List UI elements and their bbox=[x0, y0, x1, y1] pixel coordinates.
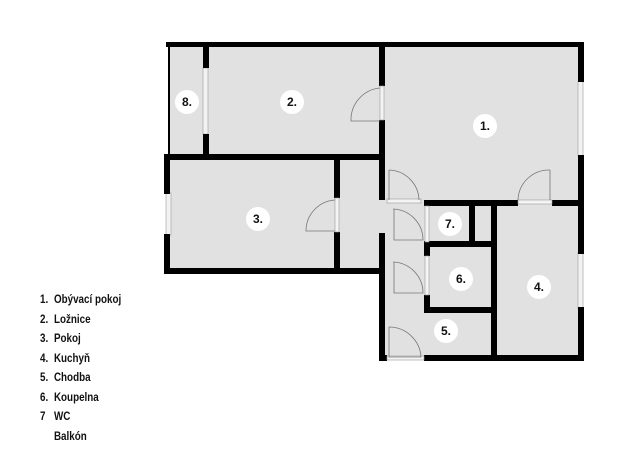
room-label-8: 8. bbox=[175, 90, 199, 114]
walls bbox=[164, 42, 584, 361]
room-fills bbox=[169, 46, 581, 357]
svg-text:8.: 8. bbox=[182, 95, 192, 109]
legend-item: 1. Obývací pokoj bbox=[40, 290, 121, 310]
legend-item: 7 WC bbox=[40, 407, 121, 427]
legend-number: 2. bbox=[40, 311, 49, 326]
svg-text:7.: 7. bbox=[445, 217, 455, 231]
legend-label: Chodba bbox=[53, 370, 91, 384]
legend-number: 1. bbox=[40, 292, 49, 306]
room-label-2: 2. bbox=[280, 90, 304, 114]
svg-text:6.: 6. bbox=[456, 272, 466, 286]
legend-number: 4. bbox=[40, 350, 49, 365]
legend-number: 5. bbox=[40, 370, 49, 384]
door-frames bbox=[334, 85, 553, 361]
legend-number: 7 bbox=[40, 409, 46, 423]
legend-item: 3. Pokoj bbox=[40, 329, 121, 349]
legend-number: 6. bbox=[40, 389, 49, 404]
door-swings bbox=[305, 87, 551, 358]
room-label-6: 6. bbox=[449, 267, 473, 291]
svg-text:1.: 1. bbox=[480, 119, 490, 133]
legend-item: 4. Kuchyň bbox=[40, 349, 121, 369]
svg-text:5.: 5. bbox=[441, 324, 451, 338]
room-legend: 1. Obývací pokoj 2. Ložnice 3. Pokoj 4. Kuch… bbox=[40, 290, 139, 446]
legend-label: Ložnice bbox=[53, 311, 91, 326]
legend-label: Balkón bbox=[53, 428, 87, 443]
legend-item: Balkón bbox=[40, 427, 121, 447]
room-label-5: 5. bbox=[434, 319, 458, 343]
legend-number: 3. bbox=[40, 331, 49, 345]
legend-item: 5. Chodba bbox=[40, 368, 121, 388]
legend-item: 2. Ložnice bbox=[40, 310, 121, 330]
legend-label: Koupelna bbox=[53, 389, 99, 404]
legend-label: Kuchyň bbox=[53, 350, 91, 365]
legend-label: Obývací pokoj bbox=[53, 292, 122, 306]
room-labels: 1. 2. 3. 4. 5. 6. 7. 8. bbox=[175, 90, 551, 343]
room-label-1: 1. bbox=[473, 114, 497, 138]
room-label-3: 3. bbox=[246, 207, 270, 231]
svg-text:3.: 3. bbox=[253, 212, 263, 226]
svg-text:2.: 2. bbox=[287, 95, 297, 109]
room-label-7: 7. bbox=[438, 212, 462, 236]
legend-label: WC bbox=[53, 409, 71, 423]
legend-label: Pokoj bbox=[53, 331, 81, 345]
svg-text:4.: 4. bbox=[534, 280, 544, 294]
room-label-4: 4. bbox=[527, 275, 551, 299]
legend-item: 6. Koupelna bbox=[40, 388, 121, 408]
